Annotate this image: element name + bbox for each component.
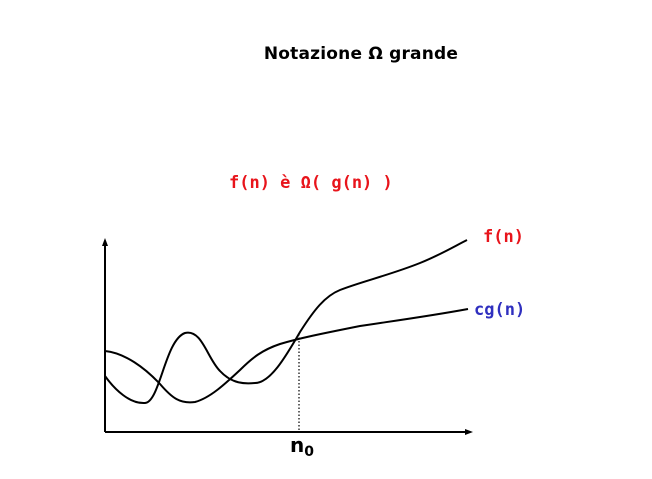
f-curve xyxy=(104,239,468,405)
cg-curve-label: cg(n) xyxy=(474,300,526,320)
y-axis-arrowhead xyxy=(102,238,108,246)
x-axis-arrowhead xyxy=(465,429,473,435)
slide-title: Notazione Ω grande xyxy=(263,44,459,64)
omega-statement: f(n) è Ω( g(n) ) xyxy=(229,173,393,193)
n0-label: n0 xyxy=(290,433,314,460)
n0-subscript: 0 xyxy=(304,444,314,460)
f-curve-label: f(n) xyxy=(483,227,524,247)
n0-base: n xyxy=(290,433,305,457)
cg-curve xyxy=(104,308,469,404)
